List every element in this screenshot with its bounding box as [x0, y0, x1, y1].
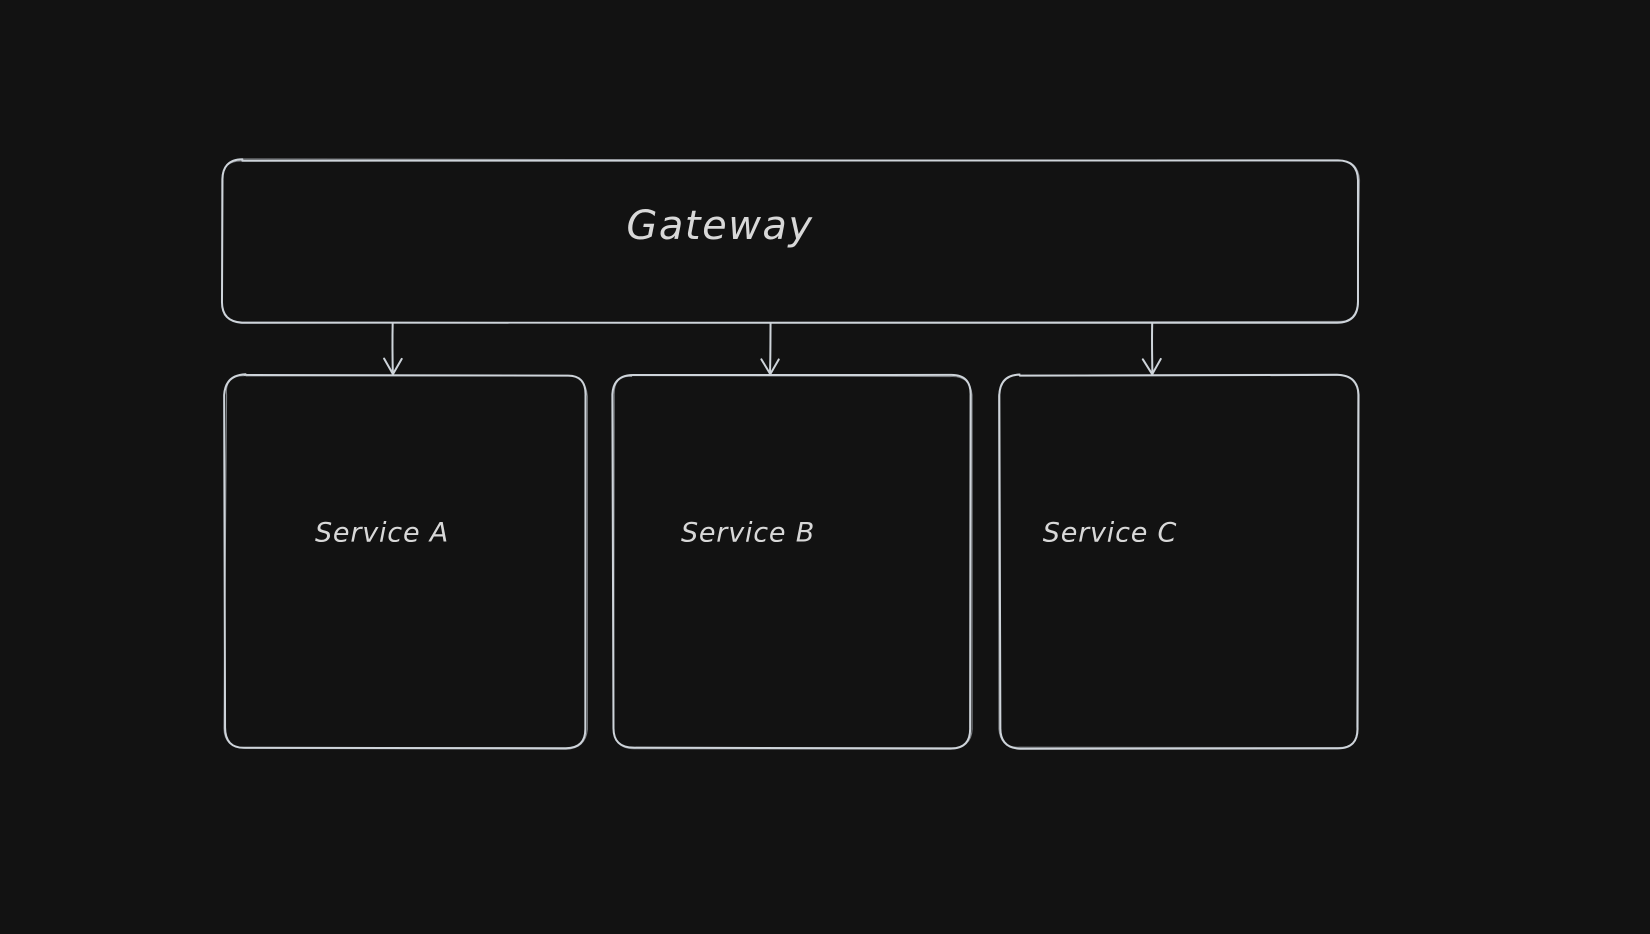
node-fill	[1000, 375, 1358, 748]
node-label-service-a: Service A	[315, 518, 449, 549]
node-label-gateway: Gateway	[626, 203, 813, 249]
arrowhead-icon	[383, 357, 403, 376]
node-service-a[interactable]: Service A	[223, 373, 588, 750]
edge-gateway-to-service-c	[1141, 321, 1162, 376]
node-outline	[221, 158, 1361, 324]
node-outline	[998, 373, 1359, 749]
node-service-b[interactable]: Service B	[611, 373, 973, 750]
node-fill	[222, 160, 1358, 322]
node-outline	[613, 374, 973, 750]
node-fill	[613, 375, 971, 748]
edges-layer	[383, 321, 1162, 376]
node-service-c[interactable]: Service C	[998, 373, 1360, 750]
node-label-service-b: Service B	[681, 518, 815, 549]
node-outline	[223, 375, 588, 750]
arrow-shaft	[768, 321, 772, 375]
arrowhead-icon	[1141, 357, 1162, 376]
node-label-service-c: Service C	[1043, 518, 1177, 549]
node-fill	[225, 375, 586, 748]
node-gateway[interactable]: Gateway	[220, 158, 1361, 324]
edge-gateway-to-service-a	[383, 321, 403, 376]
